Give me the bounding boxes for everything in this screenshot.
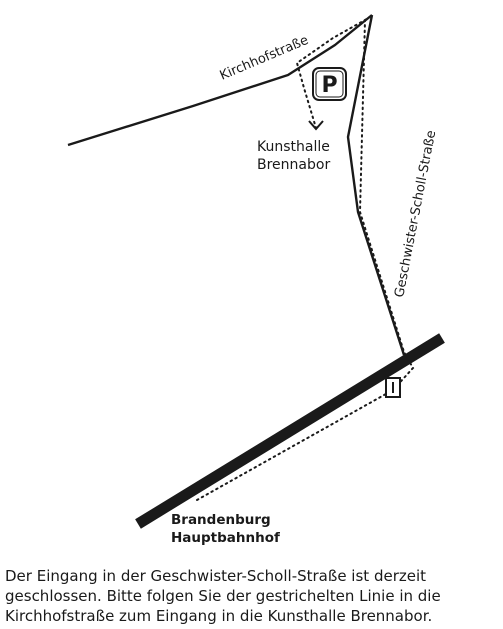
- walking-route-dotted: [196, 18, 415, 501]
- kirchhofstrasse-road: [67, 14, 373, 147]
- parking-letter: P: [321, 73, 337, 98]
- station-label-line2: Hauptbahnhof: [171, 530, 280, 546]
- geschwister-scholl-strasse-road: [346, 14, 406, 356]
- geschwister-scholl-strasse-label: Geschwister-Scholl-Straße: [392, 129, 439, 299]
- caption-text: Der Eingang in der Geschwister-Scholl-St…: [5, 567, 441, 625]
- route-arrowhead-icon: [308, 120, 324, 131]
- kunsthalle-label-line2: Brennabor: [257, 157, 330, 173]
- map-canvas: P Kirchhofstraße Geschwister-Scholl-Stra…: [67, 14, 445, 546]
- station-label-line1: Brandenburg: [171, 512, 271, 528]
- kirchhofstrasse-label: Kirchhofstraße: [218, 33, 311, 84]
- railway-track: [135, 333, 445, 529]
- kunsthalle-label-line1: Kunsthalle: [257, 139, 330, 155]
- parking-icon: P: [312, 67, 347, 101]
- door-entrance-icon: [385, 377, 401, 398]
